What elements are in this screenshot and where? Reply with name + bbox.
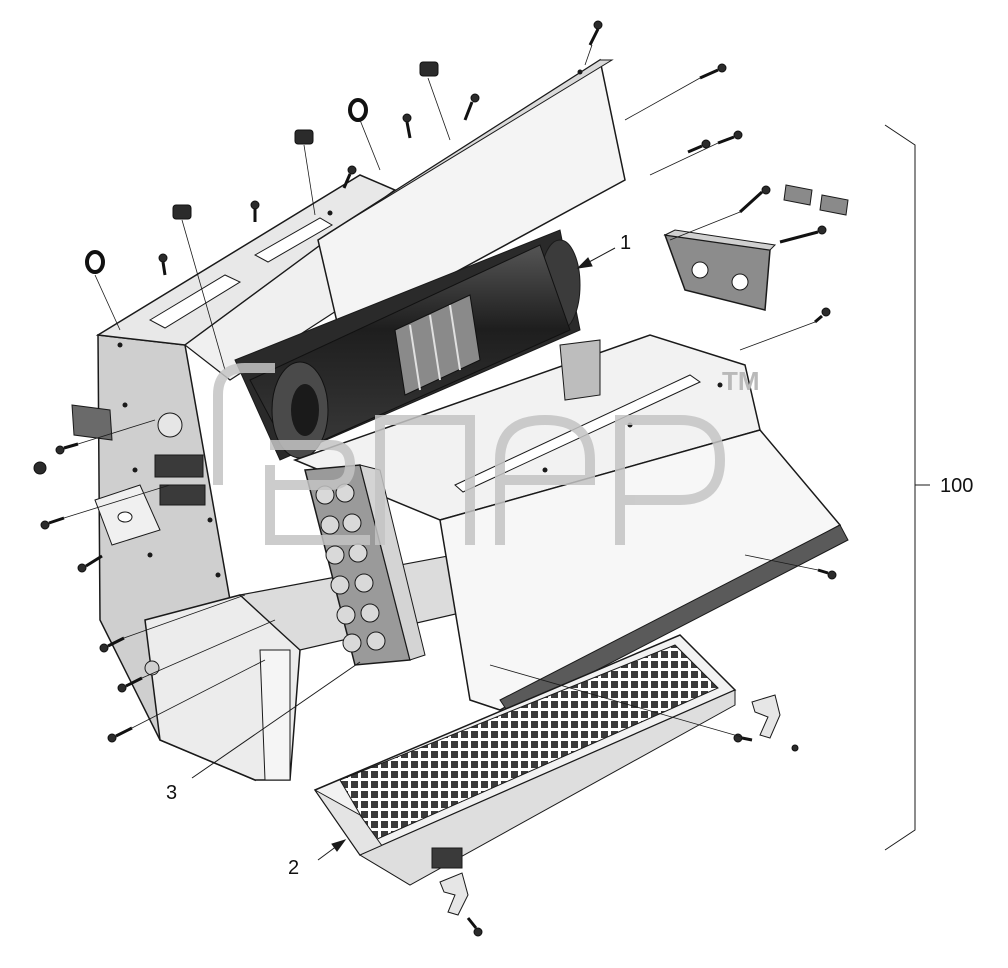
- watermark-logo: [213, 363, 726, 545]
- leader-lines: [191, 124, 930, 861]
- filter-clips: [439, 694, 781, 916]
- watermark-tm: TM: [722, 366, 760, 396]
- gasket-pads: [71, 184, 849, 441]
- callout-2-label: 2: [288, 857, 300, 879]
- blower-motor: [234, 229, 581, 461]
- assembly-lines: [63, 44, 819, 741]
- callout-1-label: 1: [620, 232, 632, 254]
- air-duct-channel: [292, 334, 849, 716]
- fasteners: [33, 20, 837, 937]
- side-bracket: [94, 484, 161, 546]
- callout-100-label: 100: [940, 475, 974, 497]
- filter-grille: [313, 634, 737, 886]
- top-cover-panel: [317, 58, 626, 337]
- callout-3-label: 3: [166, 782, 178, 804]
- mounting-bracket: [663, 229, 777, 311]
